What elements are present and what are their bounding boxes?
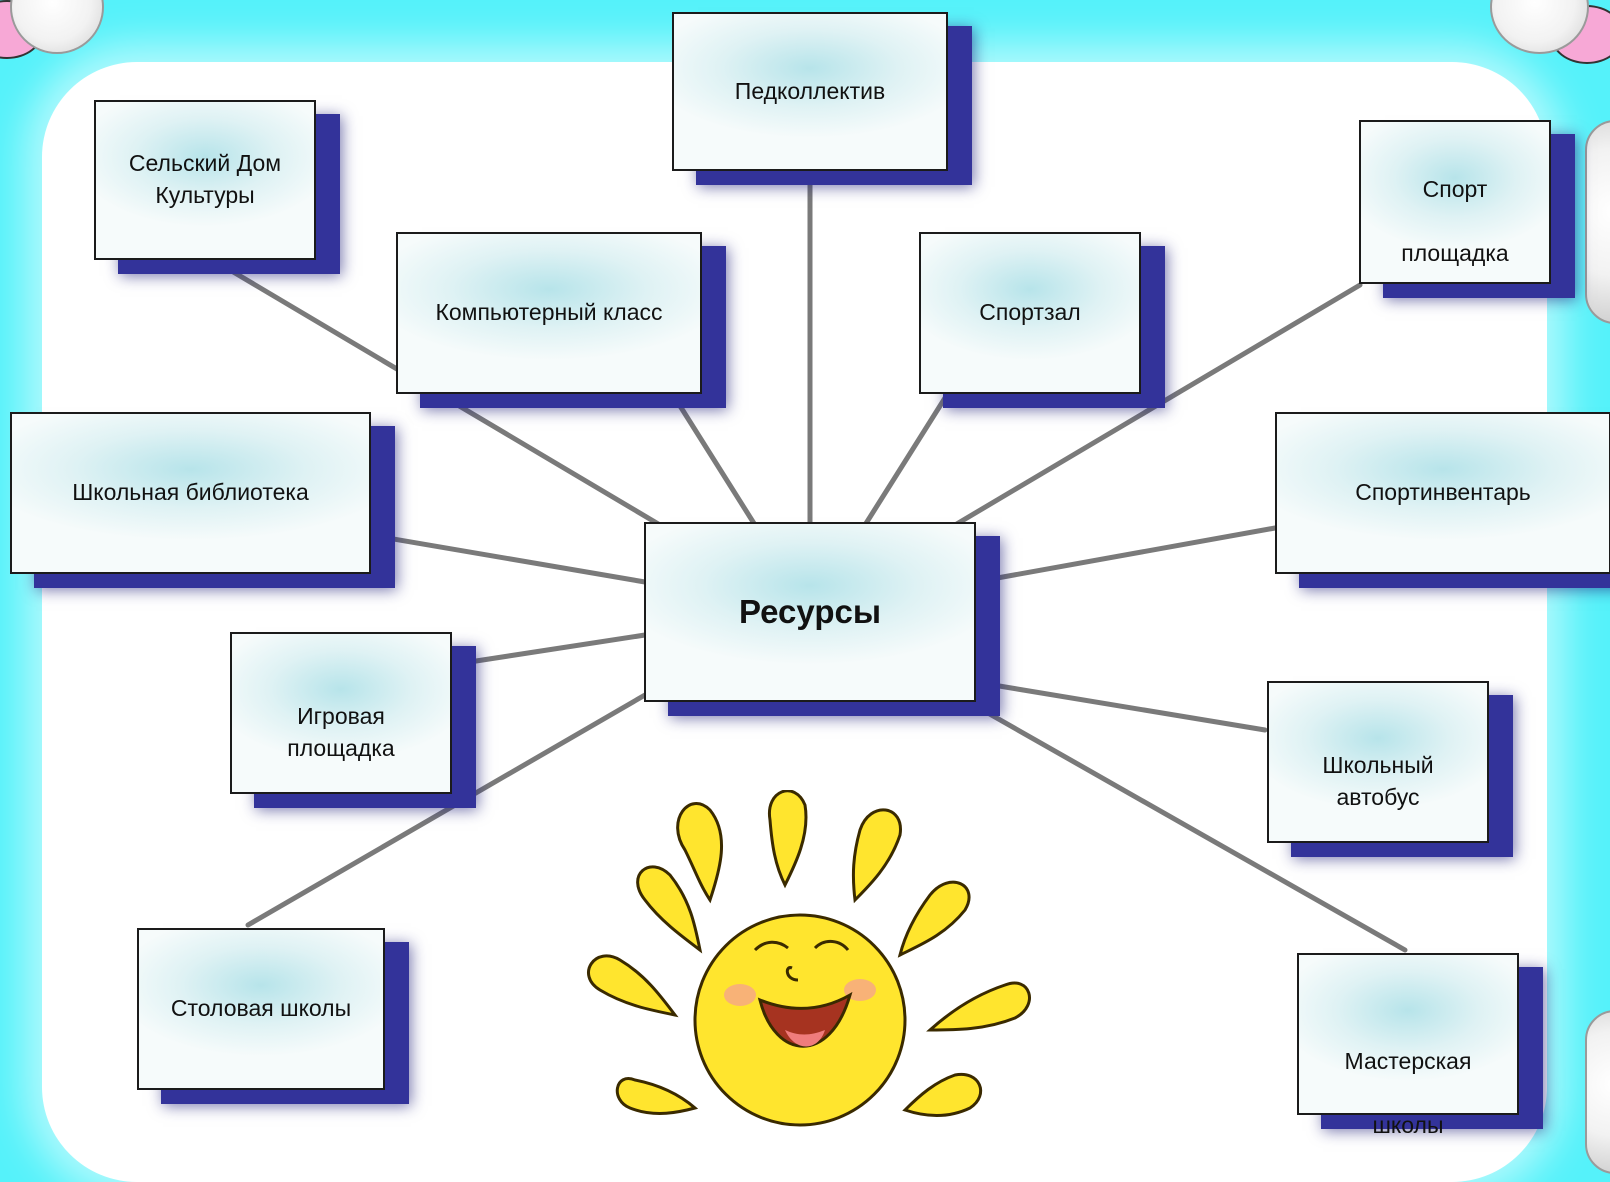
connector-sports-ground <box>952 282 1363 528</box>
node-center-resources[interactable]: Ресурсы <box>644 522 976 702</box>
node-school-bus[interactable]: Школьный автобус <box>1267 681 1489 843</box>
connector-school-library <box>367 532 648 585</box>
connector-sports-equipment <box>972 525 1278 585</box>
connector-computer-class <box>667 387 758 528</box>
connector-village-culture-house <box>227 267 663 528</box>
connector-playground <box>447 632 648 668</box>
node-computer-class[interactable]: Компьютерный класс <box>396 232 702 394</box>
node-label: Мастерская школы <box>1344 1048 1472 1138</box>
node-label: Школьная библиотека <box>72 479 309 506</box>
node-school-library[interactable]: Школьная библиотека <box>10 412 371 574</box>
connector-lines <box>227 167 1408 953</box>
node-label: Сельский Дом Культуры <box>128 150 282 208</box>
node-label: Спорт площадка <box>1401 176 1509 266</box>
node-label: Школьный автобус <box>1322 752 1434 810</box>
flower-corner-icon <box>0 0 110 90</box>
flower-corner-icon <box>1490 0 1610 90</box>
flower-edge-icon <box>1585 120 1610 324</box>
node-village-culture-house[interactable]: Сельский Дом Культуры <box>94 100 316 260</box>
node-label: Столовая школы <box>170 995 352 1022</box>
node-label: Спортзал <box>979 299 1081 326</box>
connector-gym <box>862 387 953 528</box>
node-teaching-staff[interactable]: Педколлектив <box>672 12 948 171</box>
center-label: Ресурсы <box>738 593 882 631</box>
node-label: Спортинвентарь <box>1355 479 1531 506</box>
connector-school-workshop <box>962 697 1408 953</box>
node-sports-equipment[interactable]: Спортинвентарь <box>1275 412 1610 574</box>
sun-mascot-icon <box>560 790 1040 1137</box>
node-label: Компьютерный класс <box>435 299 663 326</box>
node-label: Игровая площадка <box>287 703 395 761</box>
node-sports-ground[interactable]: Спорт площадка <box>1359 120 1551 284</box>
node-label: Педколлектив <box>734 77 886 104</box>
node-school-canteen[interactable]: Столовая школы <box>137 928 385 1090</box>
connector-school-canteen <box>245 692 648 928</box>
node-school-workshop[interactable]: Мастерская школы <box>1297 953 1519 1138</box>
connector-school-bus <box>972 679 1268 733</box>
node-gym[interactable]: Спортзал <box>919 232 1141 394</box>
node-playground[interactable]: Игровая площадка <box>230 632 452 794</box>
